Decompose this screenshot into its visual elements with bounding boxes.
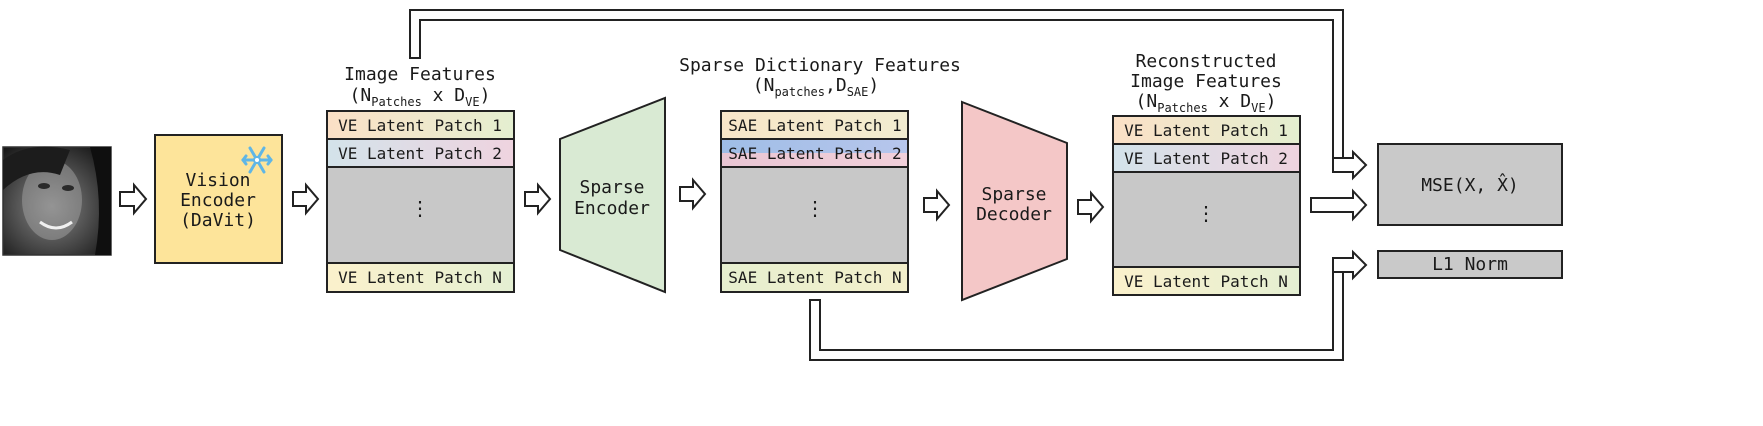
l1-norm-block: L1 Norm [1377, 250, 1563, 279]
sae-patch-1-row [720, 110, 909, 140]
flow-arrow-4 [679, 177, 707, 211]
sae-patch-2-row [720, 138, 909, 168]
sae-patch-1-label: SAE Latent Patch 1 [728, 116, 901, 135]
image-features-title: Image Features [344, 64, 496, 85]
recon-patch-2-label: VE Latent Patch 2 [1124, 149, 1288, 168]
mse-loss-box [1377, 143, 1563, 226]
l1-norm-box [1377, 250, 1563, 279]
recon-patch-1-label: VE Latent Patch 1 [1124, 121, 1288, 140]
ve-patch-n-label: VE Latent Patch N [338, 268, 502, 287]
sparse-dictionary-title: Sparse Dictionary Features [679, 55, 961, 76]
reconstructed-title-2: Image Features [1130, 71, 1282, 92]
sparse-dictionary-dimensions: (Npatches,DSAE) [753, 75, 879, 99]
ve-patch-2-row [326, 138, 515, 168]
reconstructed-title-1: Reconstructed [1136, 51, 1277, 72]
sparse-decoder-block: Sparse Decoder [961, 100, 1068, 302]
image-features-stack: Image Features (NPatches x DVE) VE Laten… [326, 64, 515, 293]
vision-encoder-label-1: Vision [185, 170, 250, 191]
recon-patch-2-row [1112, 143, 1301, 173]
mse-loss-block: MSE(X, X̂) [1377, 143, 1563, 226]
sparse-encoder-trapezoid [559, 96, 666, 294]
ve-patch-1-row [326, 110, 515, 140]
ve-patch-1-label: VE Latent Patch 1 [338, 116, 502, 135]
sparse-decoder-label-1: Sparse [981, 184, 1046, 205]
sparse-encoder-label-2: Encoder [574, 198, 650, 219]
reconstructed-dimensions: (NPatches x DVE) [1136, 91, 1277, 115]
recon-patch-n-row [1112, 266, 1301, 296]
sparse-encoder-label-1: Sparse [579, 177, 644, 198]
flow-arrow-5 [923, 188, 951, 222]
vision-encoder-label-2: Encoder [180, 190, 256, 211]
sae-to-l1-arrow [1332, 249, 1368, 281]
vision-encoder-label-3: (DaVit) [180, 210, 256, 231]
l1-norm-label: L1 Norm [1432, 254, 1508, 275]
input-face-image [2, 146, 112, 256]
recon-patch-ellipsis: ⋮ [1196, 201, 1216, 225]
sparse-dictionary-stack: Sparse Dictionary Features (Npatches,DSA… [679, 55, 961, 293]
sae-patch-2-label: SAE Latent Patch 2 [728, 144, 901, 163]
reconstruction-to-mse-arrow [1310, 188, 1368, 222]
flow-arrow-1 [119, 182, 148, 216]
ve-patch-n-row [326, 262, 515, 293]
flow-arrow-3 [524, 182, 552, 216]
image-features-dimensions: (NPatches x DVE) [350, 85, 491, 109]
sae-patch-n-label: SAE Latent Patch N [728, 268, 901, 287]
flow-arrow-6 [1077, 190, 1105, 224]
sparse-decoder-label-2: Decoder [976, 204, 1052, 225]
vision-encoder-block: Vision Encoder (DaVit) [154, 134, 283, 264]
skip-to-mse-arrow [1332, 149, 1368, 181]
flow-arrow-2 [292, 182, 320, 216]
ve-patch-2-label: VE Latent Patch 2 [338, 144, 502, 163]
snowflake-icon [241, 146, 273, 174]
recon-patch-1-row [1112, 115, 1301, 145]
sae-patch-n-row [720, 262, 909, 293]
sparse-decoder-trapezoid [961, 100, 1068, 302]
recon-patch-n-label: VE Latent Patch N [1124, 272, 1288, 291]
sae-patch-ellipsis: ⋮ [805, 196, 825, 220]
mse-loss-label: MSE(X, X̂) [1421, 173, 1519, 196]
sparse-encoder-block: Sparse Encoder [559, 96, 666, 294]
ve-patch-ellipsis: ⋮ [410, 196, 430, 220]
reconstructed-features-stack: Reconstructed Image Features (NPatches x… [1112, 51, 1301, 296]
